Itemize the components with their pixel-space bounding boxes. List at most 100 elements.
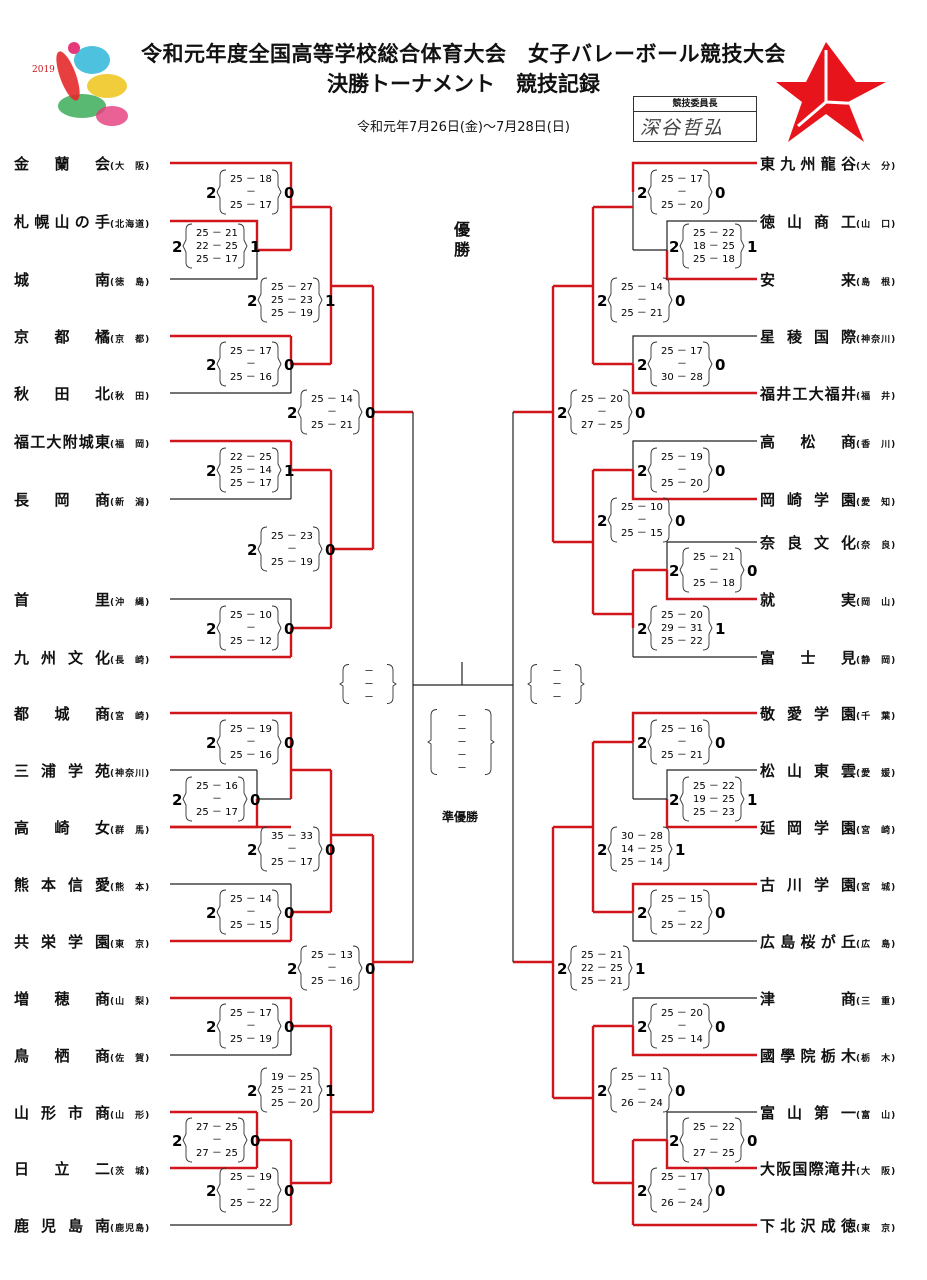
placeholder-mark: － xyxy=(457,764,467,775)
brace-right xyxy=(312,1067,323,1113)
set-score: － xyxy=(327,407,337,418)
team-row: 長 岡 商(新 潟) xyxy=(14,489,150,510)
set-score: 25 － 18 xyxy=(693,254,735,265)
bracket-line xyxy=(632,912,757,942)
brace-left xyxy=(607,497,618,543)
sets-won-winner: 2 xyxy=(247,1082,257,1100)
placeholder-mark: － xyxy=(552,680,562,691)
set-score: － xyxy=(709,1135,719,1146)
team-name: 安 来 xyxy=(760,271,856,289)
sets-won-loser: 0 xyxy=(715,904,725,922)
sets-won-winner: 2 xyxy=(637,184,647,202)
sets-won-winner: 2 xyxy=(247,292,257,310)
brace-left xyxy=(216,341,227,387)
team-prefecture: (神奈川) xyxy=(110,769,151,779)
bracket-line xyxy=(170,250,258,280)
final-score-placeholder: －－－ xyxy=(527,664,585,704)
brace-left xyxy=(216,719,227,765)
set-score: － xyxy=(287,544,297,555)
set-score: － xyxy=(677,465,687,476)
set-score: 25 － 14 xyxy=(230,894,272,905)
set-score: 25 － 22 xyxy=(661,920,703,931)
brace-left xyxy=(297,945,308,991)
set-score: 25 － 16 xyxy=(196,781,238,792)
match-score: 225 － 17－30 － 280 xyxy=(637,341,725,387)
sets-won-loser: 1 xyxy=(284,462,294,480)
brace-right xyxy=(702,719,713,765)
team-row: 広島桜が丘(広 島) xyxy=(760,931,896,952)
team-row: 高 松 商(香 川) xyxy=(760,431,896,452)
team-row: 札幌山の手(北海道) xyxy=(14,211,150,232)
brace-left xyxy=(647,1167,658,1213)
brace-right xyxy=(237,776,248,822)
bracket-line xyxy=(665,799,757,829)
brace-right xyxy=(237,1117,248,1163)
team-row: 日 立 二(茨 城) xyxy=(14,1158,150,1179)
set-score: － xyxy=(327,963,337,974)
sets-won-winner: 2 xyxy=(206,184,216,202)
set-score: 25 － 19 xyxy=(271,557,313,568)
sets-won-loser: 0 xyxy=(715,1182,725,1200)
team-row: 福工大附城東(福 岡) xyxy=(14,431,150,452)
set-score: 25 － 15 xyxy=(621,528,663,539)
bracket-line xyxy=(256,770,291,800)
brace-left xyxy=(679,223,690,269)
brace-right xyxy=(702,341,713,387)
match-score: 225 － 14－25 － 210 xyxy=(287,389,375,435)
bracket-line xyxy=(632,335,757,364)
set-score: 25 － 10 xyxy=(230,610,272,621)
final-score-placeholder: －－－－－ xyxy=(427,709,495,775)
set-score: 25 － 23 xyxy=(271,295,313,306)
set-score: 25 － 21 xyxy=(621,308,663,319)
set-score: 25 － 13 xyxy=(311,950,353,961)
brace-left xyxy=(647,169,658,215)
set-score: － xyxy=(677,359,687,370)
sets-won-winner: 2 xyxy=(172,1132,182,1150)
team-row: 富山第一(富 山) xyxy=(760,1102,896,1123)
set-score: 25 － 22 xyxy=(230,1198,272,1209)
team-prefecture: (大 阪) xyxy=(856,1167,897,1177)
team-prefecture: (島 根) xyxy=(856,278,897,288)
set-score: － xyxy=(246,1021,256,1032)
set-score: 25 － 21 xyxy=(581,976,623,987)
set-score: 25 － 20 xyxy=(661,610,703,621)
set-score: － xyxy=(637,515,647,526)
team-row: 熊本信愛(熊 本) xyxy=(14,874,150,895)
team-name: 三浦学苑 xyxy=(14,762,110,780)
bracket-line xyxy=(631,161,757,192)
team-row: 富 士 見(静 岡) xyxy=(760,647,896,668)
set-score: 25 － 18 xyxy=(693,578,735,589)
brace-left xyxy=(182,223,193,269)
sets-won-loser: 1 xyxy=(747,238,757,256)
team-row: 高 崎 女(群 馬) xyxy=(14,817,150,838)
sets-won-winner: 2 xyxy=(597,512,607,530)
set-score: － xyxy=(287,844,297,855)
team-name: 下北沢成徳 xyxy=(760,1217,856,1235)
team-name: 鳥 栖 商 xyxy=(14,1047,110,1065)
team-row: 京 都 橘(京 都) xyxy=(14,326,150,347)
team-row: 鳥 栖 商(佐 賀) xyxy=(14,1045,150,1066)
set-score: 25 － 17 xyxy=(230,200,272,211)
team-prefecture: (宮 崎) xyxy=(110,712,151,722)
sets-won-loser: 1 xyxy=(675,841,685,859)
team-name: 高 松 商 xyxy=(760,433,856,451)
set-score: 25 － 11 xyxy=(621,1072,663,1083)
team-prefecture: (三 重) xyxy=(856,997,897,1007)
sets-won-winner: 2 xyxy=(637,356,647,374)
team-prefecture: (北海道) xyxy=(110,220,151,230)
set-score: 25 － 22 xyxy=(693,228,735,239)
set-score: 25 － 14 xyxy=(621,282,663,293)
team-row: 増 穂 商(山 梨) xyxy=(14,988,150,1009)
brace-right xyxy=(734,1117,745,1163)
set-score: 25 － 21 xyxy=(271,1085,313,1096)
team-name: 徳山商工 xyxy=(760,213,856,231)
team-row: 下北沢成徳(東 京) xyxy=(760,1215,896,1236)
sets-won-winner: 2 xyxy=(637,1182,647,1200)
team-name: 富山第一 xyxy=(760,1104,856,1122)
brace-left xyxy=(647,1003,658,1049)
team-row: 岡崎学園(愛 知) xyxy=(760,489,896,510)
brace-right xyxy=(662,497,673,543)
set-score: 25 － 22 xyxy=(693,1122,735,1133)
team-prefecture: (沖 縄) xyxy=(110,598,151,608)
